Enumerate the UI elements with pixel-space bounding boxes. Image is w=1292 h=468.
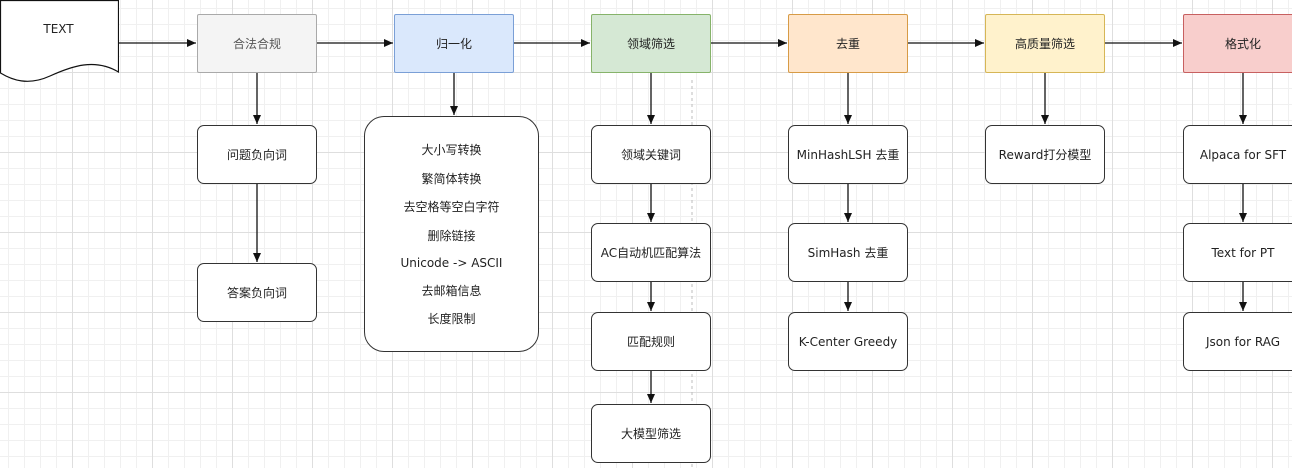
source-document-label: TEXT — [43, 22, 74, 36]
norm-step: 大小写转换 — [421, 142, 482, 157]
norm-step: 去邮箱信息 — [421, 283, 482, 298]
stage-normalization: 归一化 — [394, 14, 514, 73]
norm-step: 繁简体转换 — [421, 171, 482, 186]
step-alpaca-for-sft: Alpaca for SFT — [1183, 125, 1292, 184]
step-answer-negative-words: 答案负向词 — [197, 263, 317, 322]
stage-domain-filter: 领域筛选 — [591, 14, 711, 73]
step-json-for-rag: Json for RAG — [1183, 312, 1292, 371]
step-minhashlsh-dedup: MinHashLSH 去重 — [788, 125, 908, 184]
stage-deduplication: 去重 — [788, 14, 908, 73]
norm-step: 长度限制 — [427, 312, 476, 327]
step-text-for-pt: Text for PT — [1183, 223, 1292, 282]
step-domain-keywords: 领域关键词 — [591, 125, 711, 184]
norm-step: Unicode -> ASCII — [400, 255, 503, 270]
document-shape-icon — [0, 0, 119, 82]
step-llm-filter: 大模型筛选 — [591, 404, 711, 463]
step-match-rules: 匹配规则 — [591, 312, 711, 371]
normalization-steps-box: 大小写转换 繁简体转换 去空格等空白字符 删除链接 Unicode -> ASC… — [364, 116, 539, 352]
step-reward-model-score: Reward打分模型 — [985, 125, 1105, 184]
norm-step: 删除链接 — [427, 229, 476, 243]
step-simhash-dedup: SimHash 去重 — [788, 223, 908, 282]
stage-formatting: 格式化 — [1183, 14, 1292, 73]
step-k-center-greedy: K-Center Greedy — [788, 312, 908, 371]
stage-legal-compliance: 合法合规 — [197, 14, 317, 73]
step-question-negative-words: 问题负向词 — [197, 125, 317, 184]
step-ac-automaton-match: AC自动机匹配算法 — [591, 223, 711, 282]
norm-step: 去空格等空白字符 — [403, 200, 500, 215]
stage-high-quality-filter: 高质量筛选 — [985, 14, 1105, 73]
